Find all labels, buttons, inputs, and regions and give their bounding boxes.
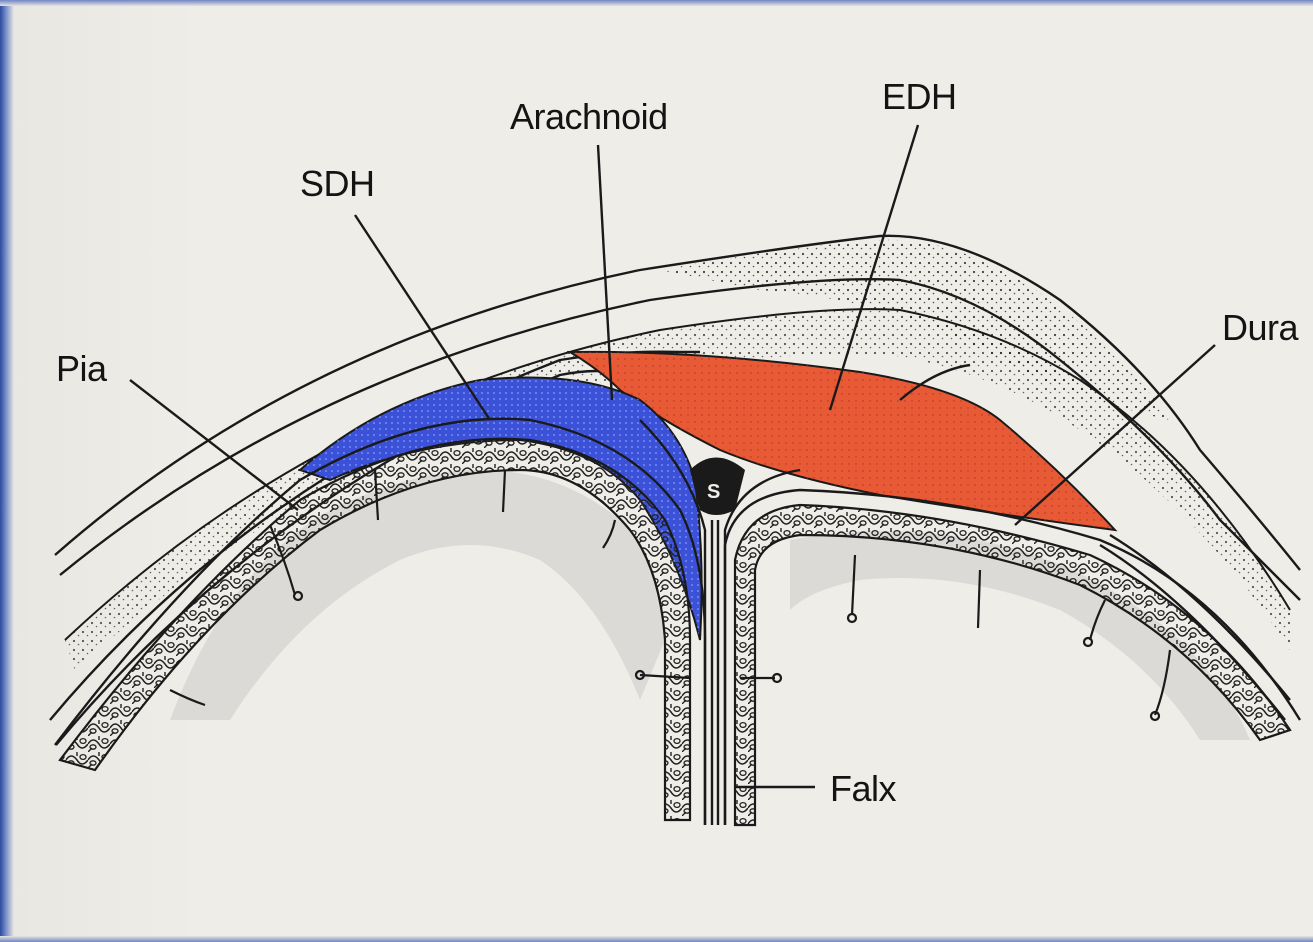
label-edh: EDH — [882, 76, 957, 118]
label-sdh: SDH — [300, 163, 375, 205]
label-pia: Pia — [56, 348, 107, 390]
sinus-label: S — [707, 481, 720, 503]
label-dura: Dura — [1222, 307, 1298, 349]
label-falx: Falx — [830, 768, 896, 810]
label-arachnoid: Arachnoid — [510, 96, 668, 138]
